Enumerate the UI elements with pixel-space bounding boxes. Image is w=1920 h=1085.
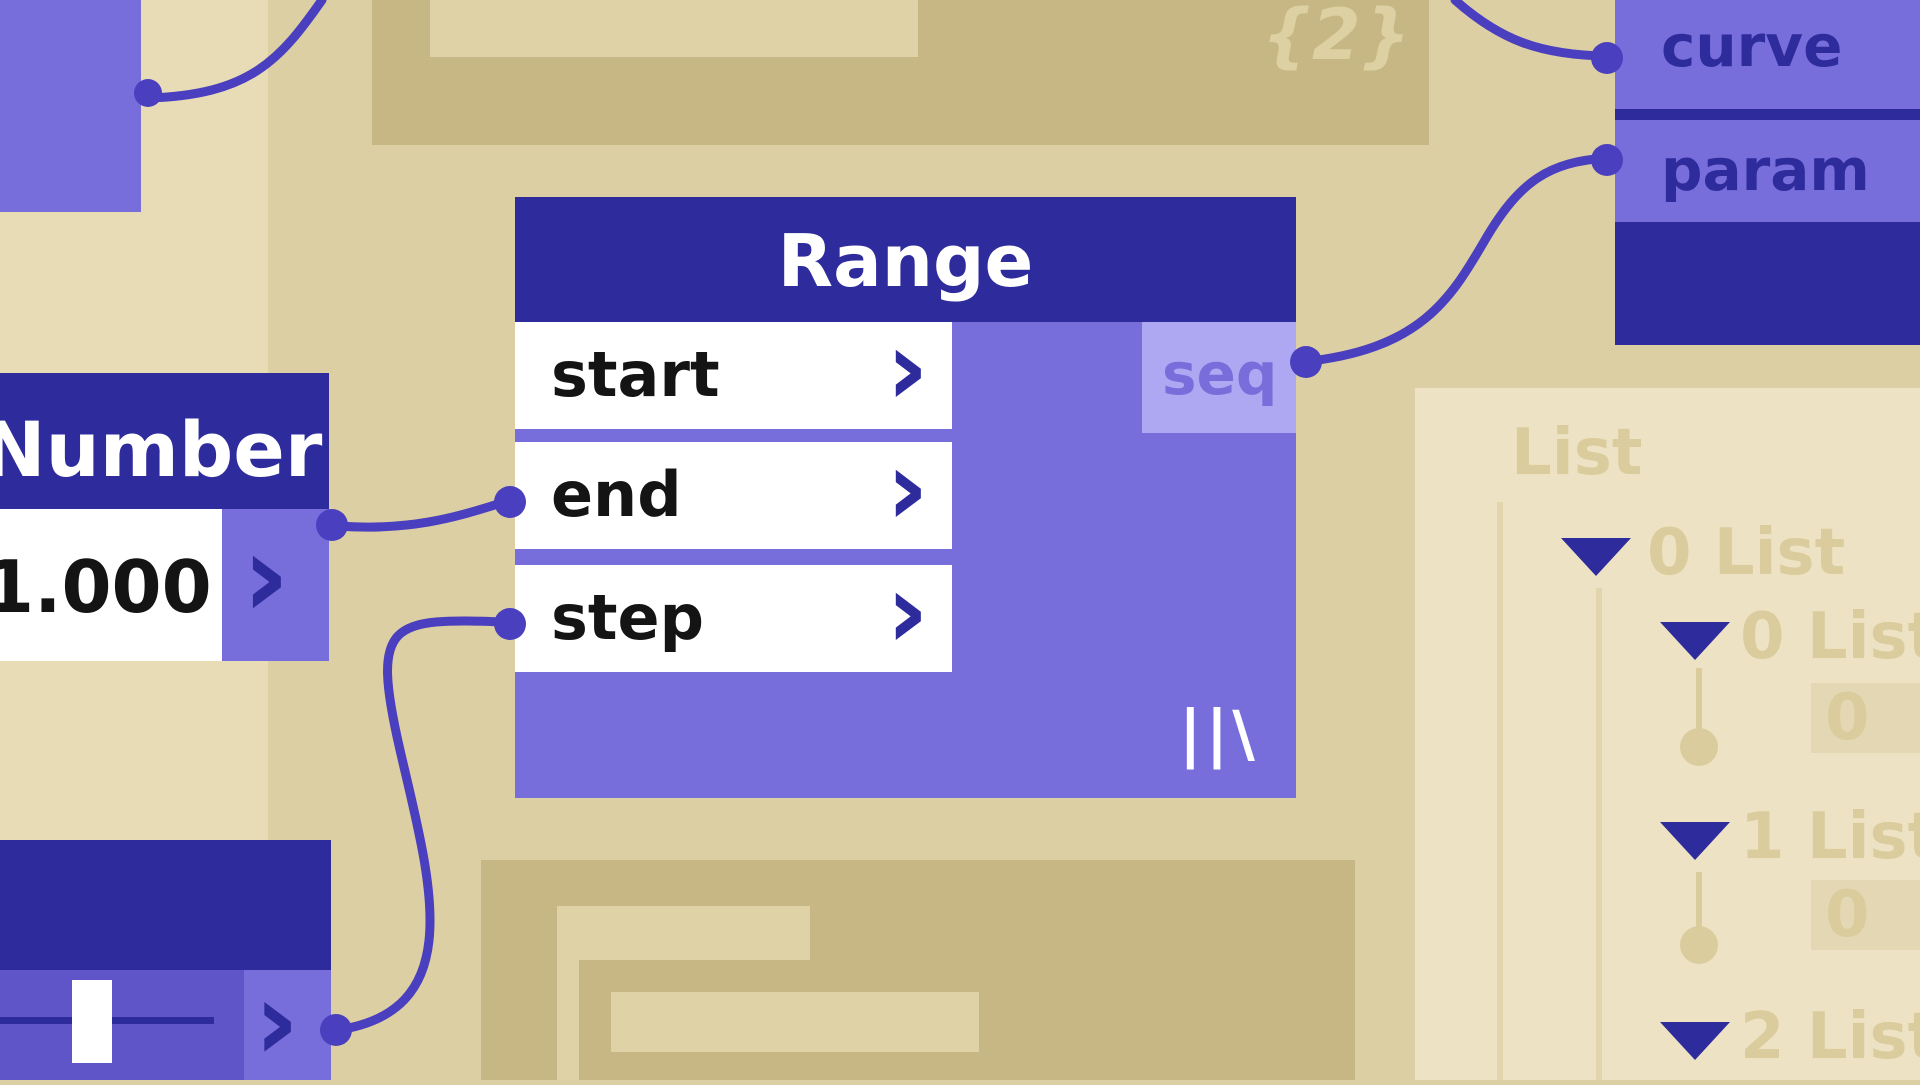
number-output-port[interactable]: › bbox=[222, 509, 329, 661]
slider-chevron-icon: › bbox=[254, 957, 300, 1085]
value-cell[interactable]: 0 bbox=[1811, 878, 1920, 952]
range-input-end[interactable]: end › bbox=[515, 436, 952, 549]
number-value-field[interactable]: 1.000 bbox=[0, 509, 222, 661]
group-top-inner bbox=[430, 0, 918, 57]
end-chevron-icon: › bbox=[886, 427, 929, 549]
wire-seq-to-param bbox=[1297, 153, 1611, 367]
range-node[interactable]: Range start › end › step › seq ||\ bbox=[515, 197, 1296, 798]
wire-number-to-end bbox=[333, 497, 510, 532]
list-item[interactable]: 1 List bbox=[1660, 800, 1920, 898]
curve-port-divider bbox=[1615, 109, 1920, 120]
start-port-label: start bbox=[551, 338, 720, 411]
range-input-step[interactable]: step › bbox=[515, 559, 952, 672]
curve-node-footer bbox=[1615, 222, 1920, 345]
value-cell-text: 0 bbox=[1825, 681, 1870, 755]
group-bottom-bar-2 bbox=[611, 992, 979, 1052]
slider-node[interactable]: › bbox=[0, 840, 331, 1080]
number-chevron-icon: › bbox=[242, 509, 290, 644]
number-node-title: Number bbox=[0, 405, 323, 494]
triangle-down-icon[interactable] bbox=[1660, 822, 1730, 860]
param-port-row[interactable]: param bbox=[1615, 120, 1920, 222]
group-bottom-frame-left bbox=[557, 960, 579, 1080]
watch-node[interactable]: List 0 List 0 List 0 1 List 0 2 List bbox=[1415, 388, 1920, 1080]
param-port-label: param bbox=[1661, 136, 1870, 204]
slider-output-port[interactable]: › bbox=[244, 966, 331, 1080]
wire-top-to-curve bbox=[1450, 0, 1611, 61]
lacing-indicator[interactable]: ||\ bbox=[1179, 697, 1259, 770]
list-item-label: 2 List bbox=[1740, 1000, 1920, 1074]
seq-port-label: seq bbox=[1162, 340, 1278, 408]
value-cell[interactable]: 0 bbox=[1811, 681, 1920, 755]
wire-slider-to-step bbox=[333, 616, 510, 1035]
range-node-title: Range bbox=[777, 219, 1034, 303]
slider-handle[interactable] bbox=[72, 980, 112, 1063]
list-item[interactable]: 0 List bbox=[1660, 600, 1920, 698]
range-input-start[interactable]: start › bbox=[515, 316, 952, 429]
range-node-header[interactable]: Range bbox=[515, 197, 1296, 322]
number-node-header[interactable]: Number bbox=[0, 373, 329, 509]
watch-node-title: List bbox=[1511, 416, 1643, 490]
step-chevron-icon: › bbox=[886, 550, 929, 672]
slider-track-area[interactable] bbox=[0, 970, 244, 1080]
triangle-down-icon[interactable] bbox=[1561, 538, 1631, 576]
list-item[interactable]: 0 List bbox=[1561, 516, 1920, 614]
group-label: {2} bbox=[1262, 0, 1411, 76]
triangle-down-icon[interactable] bbox=[1660, 622, 1730, 660]
tree-stem bbox=[1696, 872, 1702, 934]
tree-line-sub bbox=[1596, 588, 1602, 1080]
triangle-down-icon[interactable] bbox=[1660, 1022, 1730, 1060]
tree-node-dot bbox=[1680, 728, 1718, 766]
range-output-seq[interactable]: seq bbox=[1142, 322, 1296, 433]
number-node[interactable]: Number 1.000 › bbox=[0, 373, 329, 661]
step-port-label: step bbox=[551, 581, 704, 654]
list-item-label: 0 List bbox=[1647, 516, 1846, 590]
group-bottom-bar-1 bbox=[557, 906, 810, 960]
value-cell-text: 0 bbox=[1825, 878, 1870, 952]
curve-node[interactable]: curve param bbox=[1615, 0, 1920, 345]
curve-port-label: curve bbox=[1661, 12, 1843, 80]
end-port-label: end bbox=[551, 458, 682, 531]
tree-node-dot bbox=[1680, 926, 1718, 964]
list-item[interactable]: 2 List bbox=[1660, 1000, 1920, 1080]
number-value: 1.000 bbox=[0, 545, 212, 629]
list-item-label: 1 List bbox=[1740, 800, 1920, 874]
slider-node-header[interactable] bbox=[0, 840, 331, 970]
start-chevron-icon: › bbox=[886, 307, 929, 429]
node-top-left[interactable] bbox=[0, 0, 141, 212]
tree-stem bbox=[1696, 668, 1702, 738]
list-item-label: 0 List bbox=[1740, 600, 1920, 674]
tree-line-main bbox=[1497, 502, 1503, 1080]
curve-port-row[interactable]: curve bbox=[1615, 0, 1920, 109]
